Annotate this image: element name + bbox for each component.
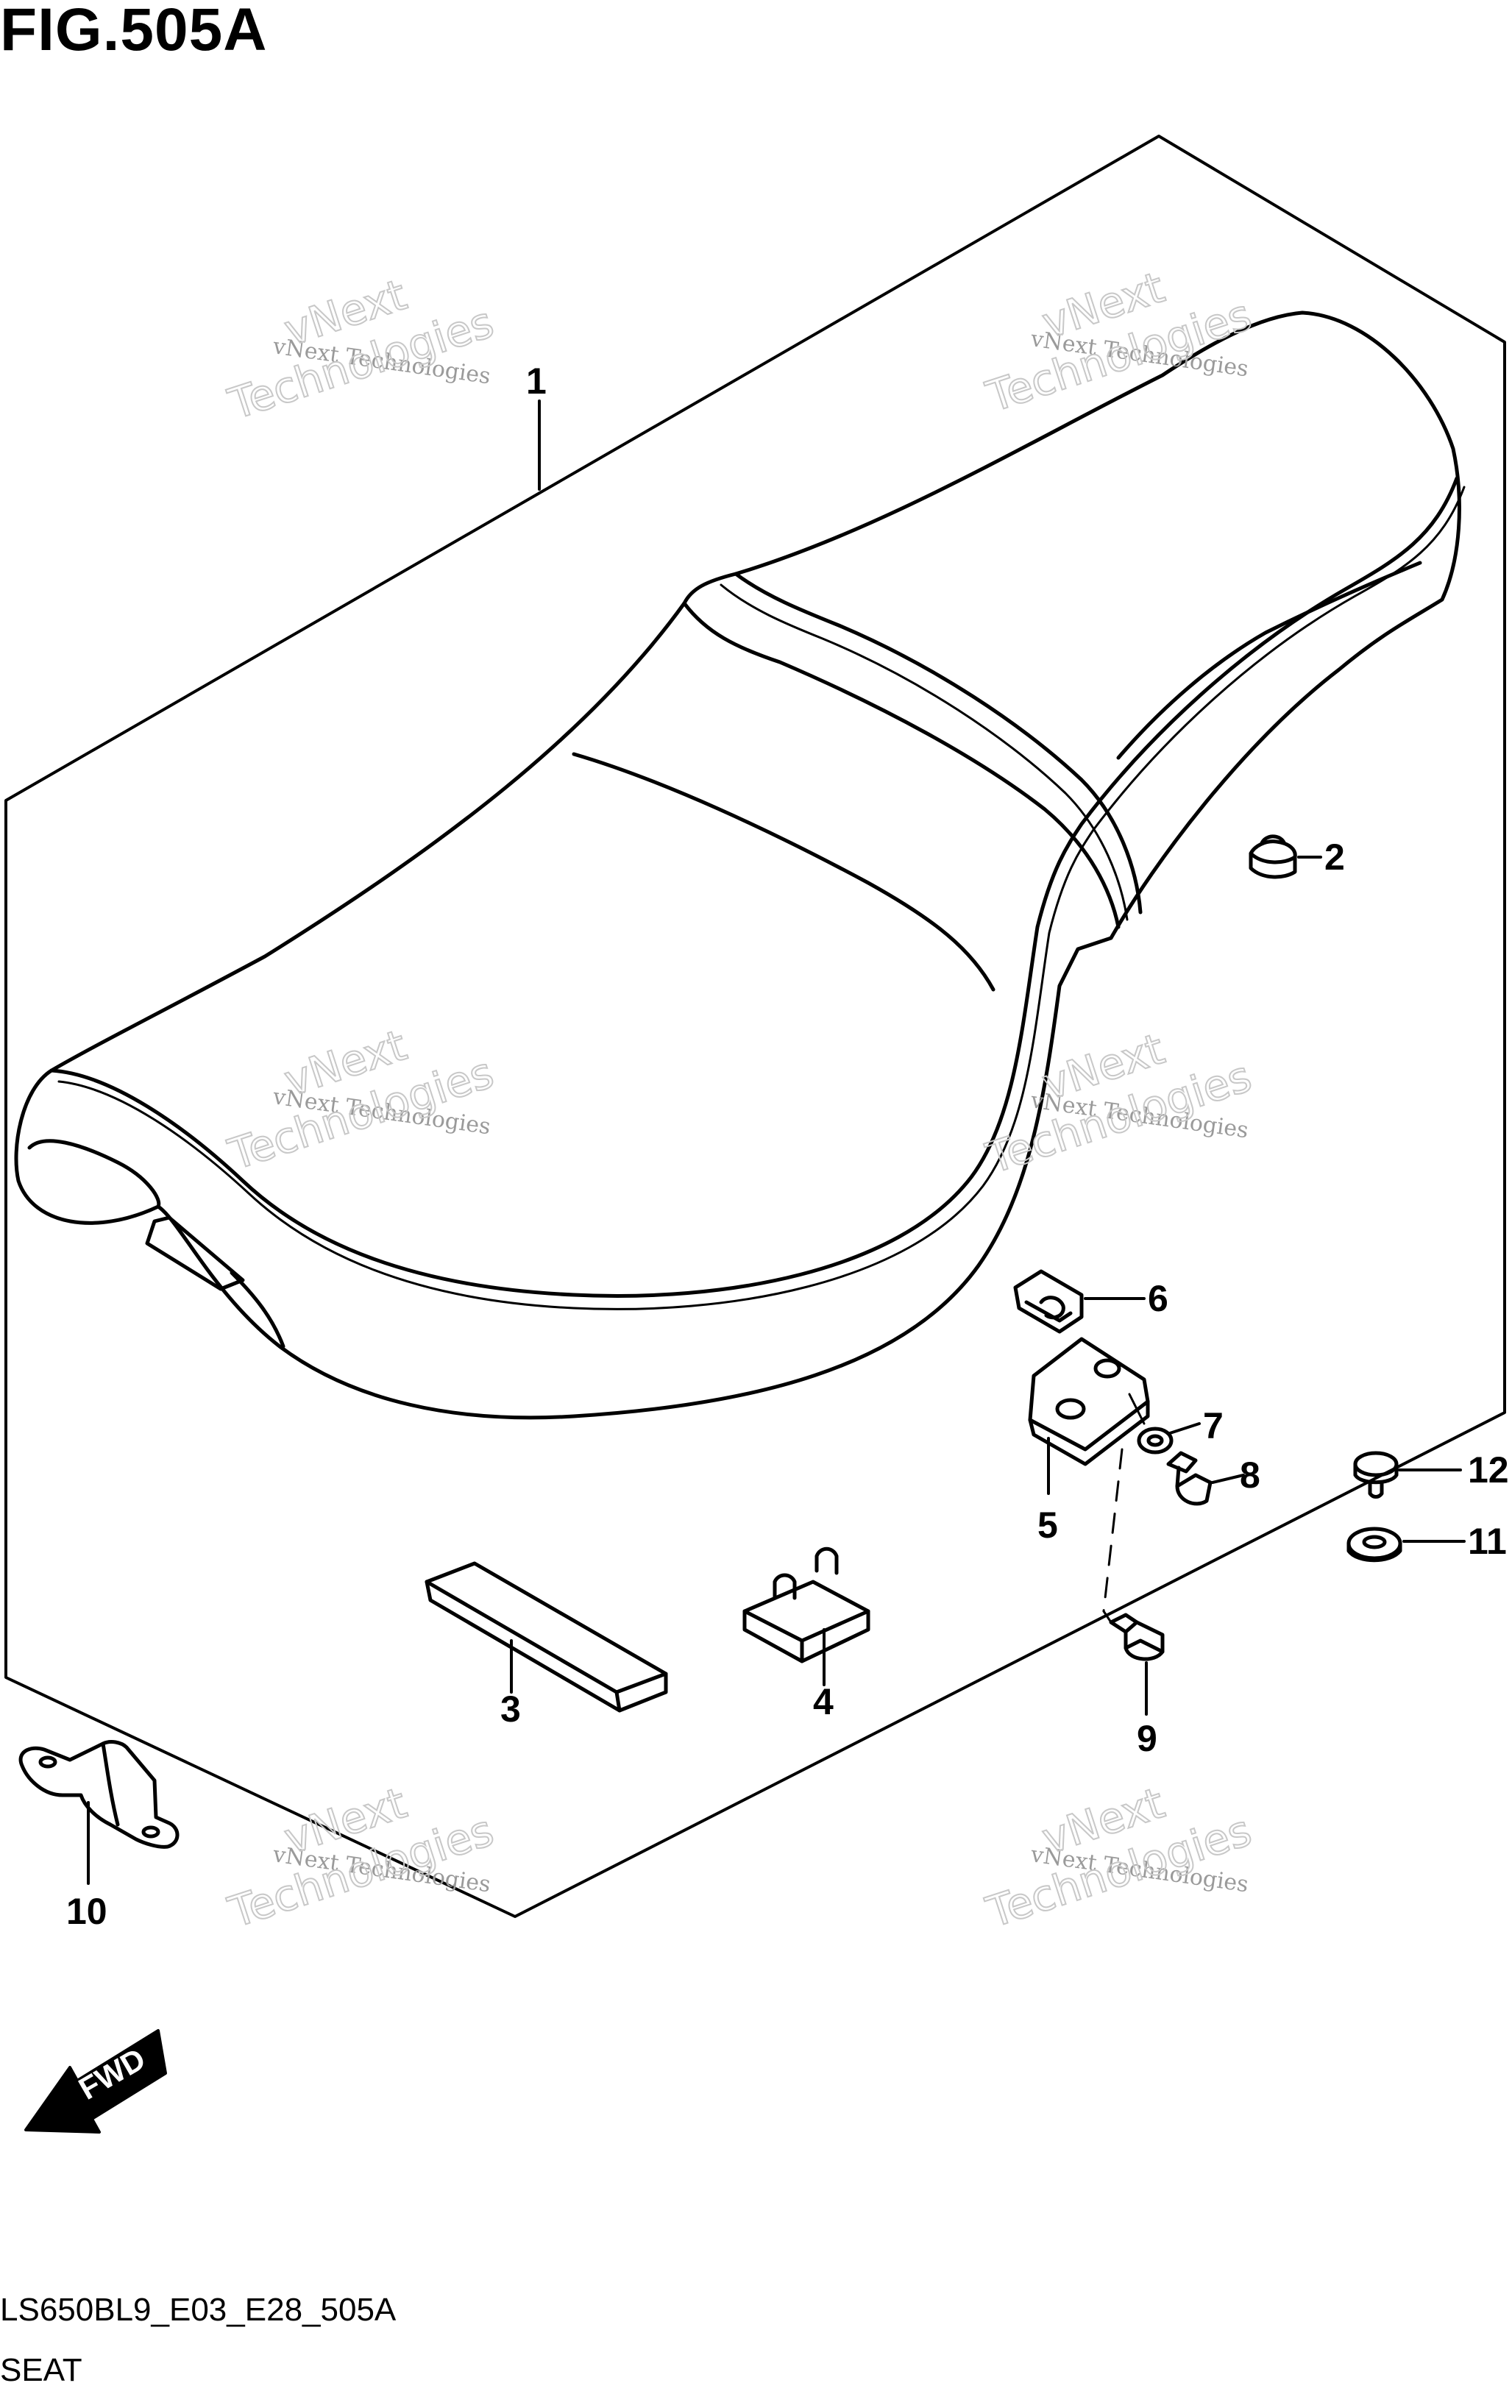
watermark-mid-right: vNext Technologies vNext Technologies	[979, 1023, 1257, 1184]
callout-8: 8	[1240, 1455, 1260, 1496]
part-6-clip	[1013, 1269, 1146, 1334]
watermark-bottom-right: vNext Technologies vNext Technologies	[979, 1777, 1257, 1938]
callout-10: 10	[66, 1891, 107, 1932]
callout-4: 4	[813, 1681, 834, 1722]
part-2-cap-nut	[1249, 834, 1322, 879]
part-7-washer	[1137, 1422, 1201, 1455]
callout-3: 3	[500, 1688, 521, 1730]
figure-code: LS650BL9_E03_E28_505A	[0, 2292, 397, 2328]
part-11-washer	[1346, 1527, 1466, 1563]
callout-9: 9	[1137, 1718, 1157, 1759]
part-8-bolt	[1166, 1451, 1245, 1506]
callout-6: 6	[1148, 1278, 1168, 1319]
assembly-boundary-box	[4, 135, 1506, 1918]
part-3-rubber-strip	[425, 1561, 668, 1713]
part-10-bracket	[18, 1740, 180, 1885]
callout-5: 5	[1037, 1505, 1058, 1546]
callout-7: 7	[1203, 1405, 1224, 1446]
part-4-cushion	[742, 1546, 870, 1686]
watermark-mid-left: vNext Technologies vNext Technologies	[221, 1019, 500, 1180]
figure-name: SEAT	[0, 2352, 82, 2388]
seat-drawing	[14, 310, 1466, 1420]
callout-12: 12	[1468, 1449, 1509, 1491]
part-5-bracket	[1028, 1337, 1150, 1624]
fwd-arrow-icon	[24, 2029, 167, 2134]
watermark-bottom-left: vNext Technologies vNext Technologies	[221, 1777, 500, 1938]
part-9-screw	[1109, 1613, 1165, 1716]
callout-2: 2	[1324, 837, 1345, 878]
callout-1: 1	[526, 361, 547, 402]
watermark-top-left: vNext Technologies vNext Technologies	[221, 269, 500, 430]
callout-11: 11	[1468, 1521, 1507, 1562]
figure-title: FIG.505A	[0, 0, 268, 63]
part-12-screw	[1353, 1451, 1462, 1499]
